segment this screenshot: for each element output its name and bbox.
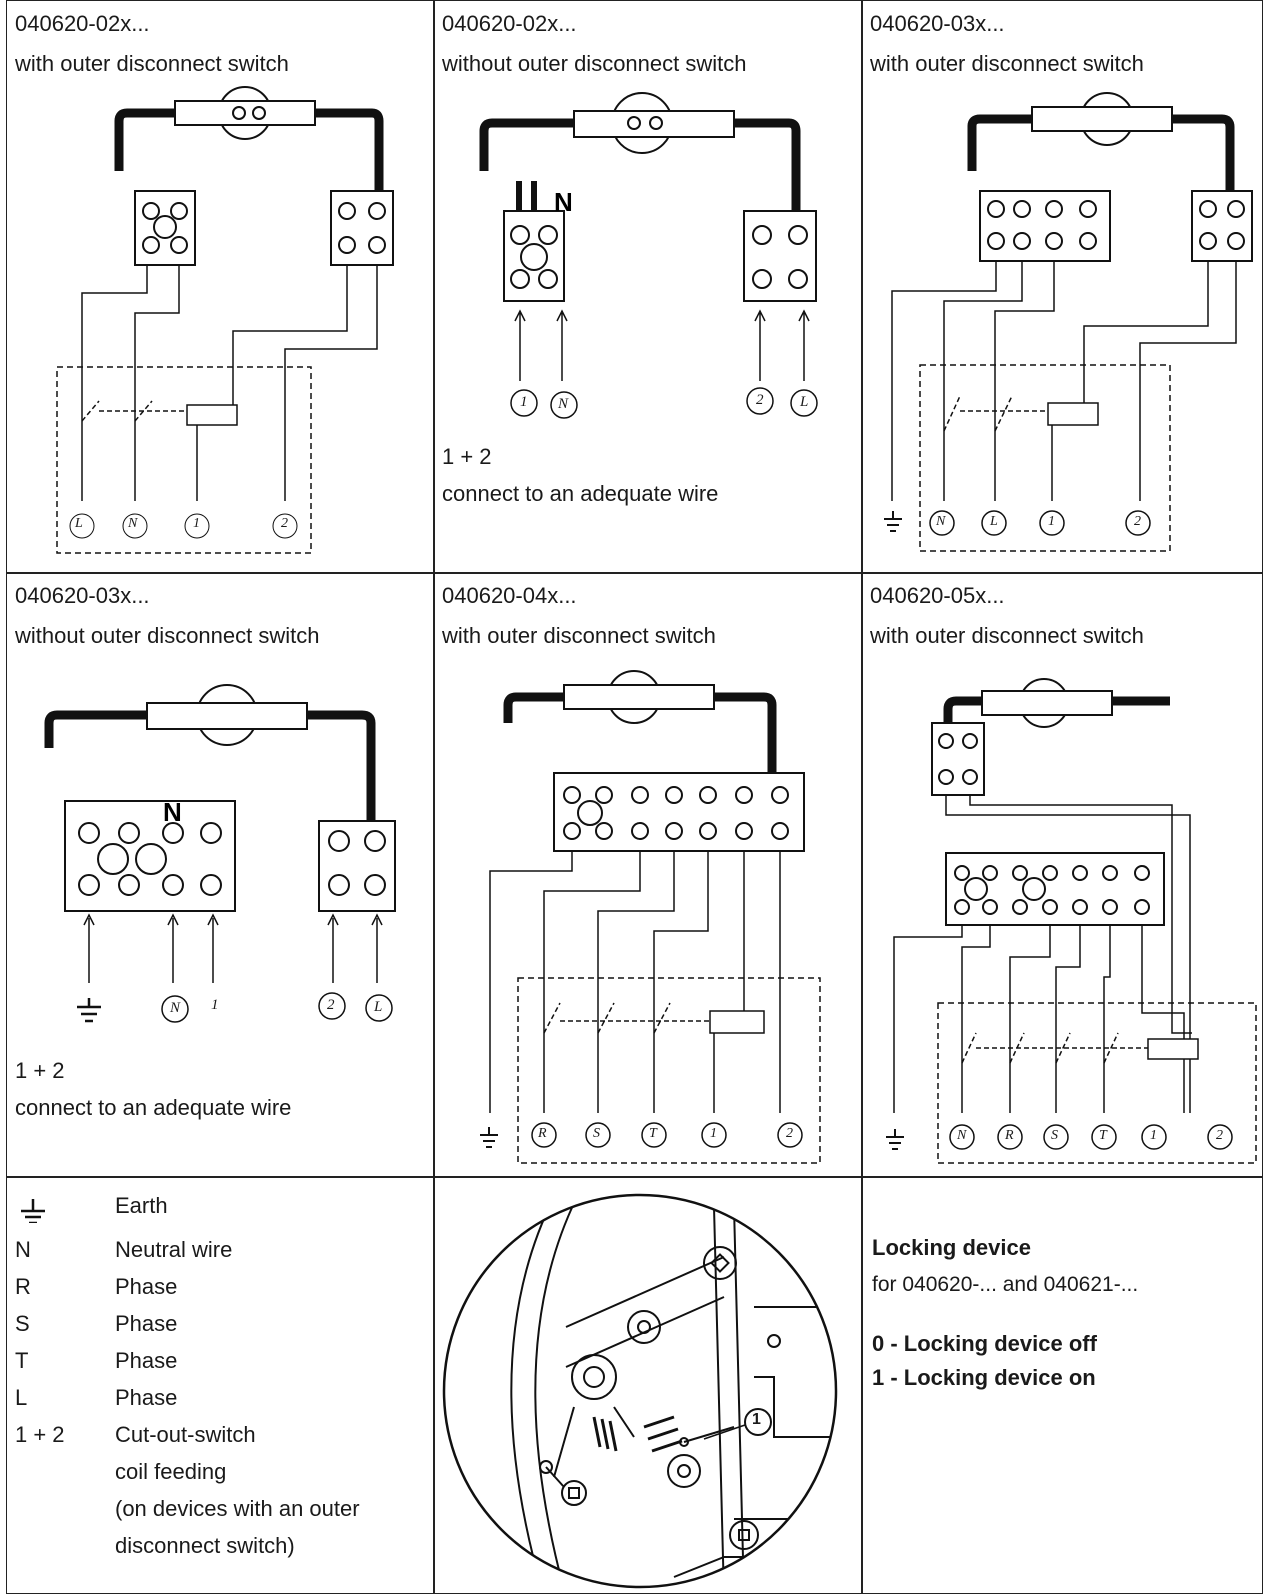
terminal-label: R [538, 1126, 547, 1141]
panel-02x-without-switch: 040620-02x... without outer disconnect s… [433, 0, 863, 574]
legend-row: (on devices with an outer [7, 1496, 427, 1530]
terminal-label: 2 [327, 997, 335, 1013]
wiring-drawing [886, 678, 1257, 1164]
wiring-diagram-sheet: 040620-02x... with outer disconnect swit… [6, 0, 1263, 1594]
terminal-label: N [170, 1000, 181, 1016]
terminal-label: S [593, 1126, 600, 1141]
legend-symbol: S [15, 1311, 30, 1336]
legend-row: R Phase [7, 1274, 427, 1308]
wiring-drawing [884, 92, 1253, 552]
legend-label: disconnect switch) [115, 1533, 295, 1558]
terminal-label: 1 [211, 997, 219, 1013]
terminal-label: 2 [1216, 1128, 1223, 1143]
panel-03x-with-switch: 040620-03x... with outer disconnect swit… [861, 0, 1263, 574]
legend-label: Neutral wire [115, 1237, 233, 1262]
svg-text:N: N [163, 797, 182, 827]
legend-row: T Phase [7, 1348, 427, 1382]
terminal-label: L [990, 514, 998, 529]
legend-row: S Phase [7, 1311, 427, 1345]
locking-on-item: 1 - Locking device on [872, 1365, 1096, 1390]
legend-label: Phase [115, 1385, 178, 1410]
note-line2: connect to an adequate wire [15, 1095, 292, 1120]
legend-label: Phase [115, 1311, 178, 1336]
locking-device-drawing-panel: 1 [433, 1176, 863, 1594]
panel-variant: without outer disconnect switch [15, 623, 320, 648]
panel-05x-with-switch: 040620-05x... with outer disconnect swit… [861, 572, 1263, 1178]
terminal-label: 1 [193, 516, 200, 531]
terminal-label: S [1051, 1128, 1058, 1143]
panel-code: 040620-03x... [870, 11, 1005, 36]
svg-text:N: N [554, 187, 573, 217]
legend-label: Phase [115, 1348, 178, 1373]
panel-04x-with-switch: 040620-04x... with outer disconnect swit… [433, 572, 863, 1178]
legend-label: (on devices with an outer [115, 1496, 360, 1521]
locking-device-text-panel: Locking device for 040620-... and 040621… [861, 1176, 1263, 1594]
wiring-drawing [480, 670, 821, 1164]
terminal-label: L [800, 394, 809, 410]
legend-symbol: R [15, 1274, 31, 1299]
terminal-label: T [649, 1126, 657, 1141]
legend-row: coil feeding [7, 1459, 427, 1493]
legend-row: L Phase [7, 1385, 427, 1419]
legend-row: disconnect switch) [7, 1533, 427, 1567]
legend-panel: Earth N Neutral wire R Phase S Phase T Phase… [6, 1176, 435, 1594]
locking-subtitle: for 040620-... and 040621-... [872, 1273, 1139, 1296]
panel-variant: with outer disconnect switch [870, 51, 1144, 76]
panel-variant: without outer disconnect switch [442, 51, 747, 76]
note-line1: 1 + 2 [442, 444, 492, 469]
terminal-label: L [374, 999, 383, 1015]
panel-variant: with outer disconnect switch [442, 623, 716, 648]
terminal-label: N [128, 516, 138, 531]
locking-title: Locking device [872, 1235, 1031, 1260]
callout-label: 1 [752, 1411, 761, 1428]
terminal-label: 1 [1150, 1128, 1157, 1143]
locking-off-item: 0 - Locking device off [872, 1331, 1097, 1356]
panel-02x-with-switch: 040620-02x... with outer disconnect swit… [6, 0, 435, 574]
terminal-label: 2 [756, 392, 764, 408]
legend-label: Phase [115, 1274, 178, 1299]
legend-row: 1 + 2 Cut-out-switch [7, 1422, 427, 1456]
legend-row-earth: Earth [7, 1193, 427, 1227]
terminal-label: 2 [281, 516, 288, 531]
legend-symbol: T [15, 1348, 29, 1373]
terminal-label: 1 [710, 1126, 717, 1141]
terminal-label: R [1005, 1128, 1014, 1143]
terminal-label: T [1099, 1128, 1107, 1143]
legend-label: Cut-out-switch [115, 1422, 256, 1447]
legend-symbol: L [15, 1385, 28, 1410]
panel-03x-without-switch: 040620-03x... without outer disconnect s… [6, 572, 435, 1178]
terminal-label: L [75, 516, 83, 531]
terminal-label: 1 [1048, 514, 1055, 529]
panel-code: 040620-04x... [442, 583, 577, 608]
legend-row: N Neutral wire [7, 1237, 427, 1271]
terminal-label: N [558, 396, 569, 412]
legend-label: Earth [115, 1193, 168, 1218]
terminal-label: N [957, 1128, 967, 1143]
panel-code: 040620-03x... [15, 583, 150, 608]
legend-symbol: 1 + 2 [15, 1422, 65, 1447]
wiring-drawing [56, 86, 394, 554]
legend-symbol: N [15, 1237, 31, 1262]
panel-code: 040620-02x... [15, 11, 150, 36]
note-line2: connect to an adequate wire [442, 481, 719, 506]
terminal-label: 2 [786, 1126, 793, 1141]
terminal-label: 2 [1134, 514, 1141, 529]
locking-device-drawing [442, 1193, 838, 1589]
panel-code: 040620-05x... [870, 583, 1005, 608]
wiring-drawing: N [44, 684, 396, 1023]
terminal-label: 1 [520, 394, 528, 410]
note-line1: 1 + 2 [15, 1058, 65, 1083]
panel-variant: with outer disconnect switch [15, 51, 289, 76]
earth-icon [21, 1199, 45, 1223]
wiring-drawing: N [479, 92, 818, 419]
legend-label: coil feeding [115, 1459, 227, 1484]
panel-code: 040620-02x... [442, 11, 577, 36]
panel-variant: with outer disconnect switch [870, 623, 1144, 648]
terminal-label: N [936, 514, 946, 529]
